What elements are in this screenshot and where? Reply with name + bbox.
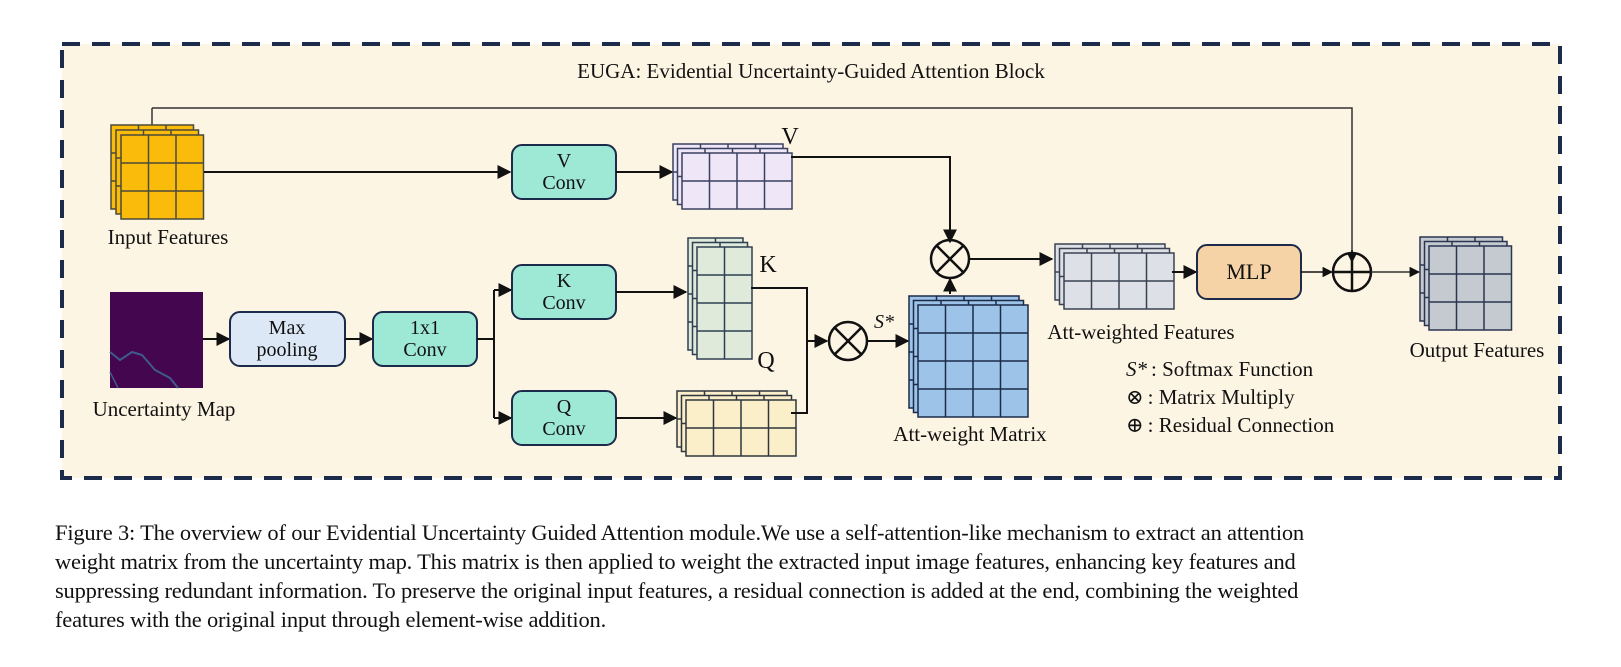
residual-skip-line [152,107,1353,258]
legend-softmax: S*: Softmax Function [1126,357,1314,381]
legend-residual: ⊕: Residual Connection [1126,413,1335,437]
svg-text:Conv: Conv [403,339,446,361]
svg-text:Conv: Conv [542,292,585,314]
feature-layer [1428,245,1513,331]
output-features-label: Output Features [1410,338,1545,362]
att-weight-matrix-stack [908,295,1029,418]
svg-text:Max: Max [269,317,306,339]
k-label: K [759,252,777,278]
block-panel [60,42,1562,480]
figure-caption: Figure 3: The overview of our Evidential… [55,518,1565,634]
att-weight-matrix-label: Att-weight Matrix [893,422,1047,446]
svg-text:pooling: pooling [256,339,317,361]
feature-layer [120,134,205,220]
uncertainty-map-label: Uncertainty Map [93,397,236,421]
input-features-label: Input Features [108,225,229,249]
softmax-label: S* [874,311,894,333]
svg-text:Conv: Conv [542,418,585,440]
svg-text:K: K [557,270,572,292]
uncertainty-map-image [109,292,203,389]
att-weighted-features-stack [1054,243,1175,310]
svg-text:V: V [557,150,572,172]
v-conv-box: V Conv [511,144,617,200]
v-label: V [781,124,799,150]
caption-line: features with the original input through… [55,607,607,632]
q-conv-box: Q Conv [511,390,617,446]
svg-text:MLP: MLP [1226,259,1271,284]
caption-line: Figure 3: The overview of our Evidential… [55,520,1304,545]
k-conv-box: K Conv [511,264,617,320]
k-features-stack [687,237,753,360]
input-features-stack [110,124,205,220]
q-label: Q [757,348,774,374]
conv-1x1-box: 1x1 Conv [372,311,478,367]
q-features-stack [676,390,797,457]
block-title: EUGA: Evidential Uncertainty-Guided Atte… [577,59,1045,83]
legend-multiply: ⊗: Matrix Multiply [1126,385,1295,409]
legend: S*: Softmax Function ⊗: Matrix Multiply … [1126,357,1335,437]
residual-add-icon [1331,251,1373,293]
caption-line: suppressing redundant information. To pr… [55,578,1299,603]
max-pooling-box: Max pooling [229,311,346,367]
att-weighted-features-label: Att-weighted Features [1047,320,1234,344]
svg-text:1x1: 1x1 [410,317,440,339]
caption-line: weight matrix from the uncertainty map. … [55,549,1296,574]
svg-text:Conv: Conv [542,172,585,194]
svg-text:Q: Q [557,396,572,418]
mlp-box: MLP [1196,244,1302,300]
output-features-stack [1419,236,1513,331]
v-features-stack [672,143,793,210]
